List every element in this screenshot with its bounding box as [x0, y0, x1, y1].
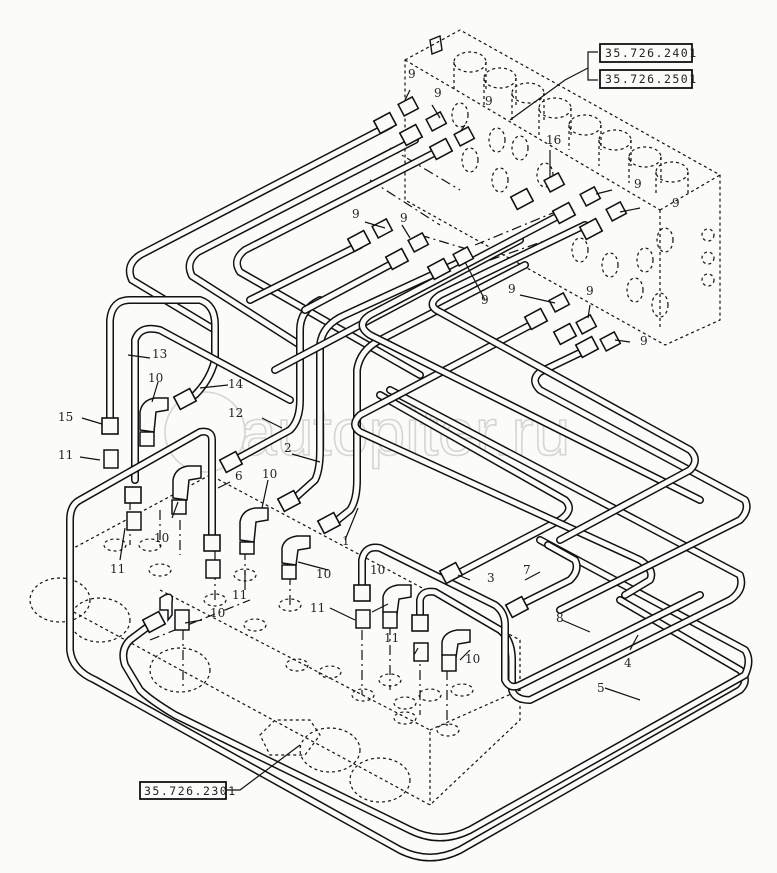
callout-15: 15: [58, 410, 73, 424]
callout-10: 10: [210, 606, 225, 620]
thread-adapter: [599, 330, 622, 352]
tube-nut: [551, 201, 577, 225]
callout-9: 9: [481, 293, 489, 307]
tube-nut: [398, 123, 424, 147]
callout-9: 9: [408, 67, 416, 81]
pipe-lines: [66, 121, 753, 862]
thread-adapter: [579, 185, 602, 207]
tube-nut: [276, 489, 302, 513]
callout-9: 9: [485, 94, 493, 108]
thread-adapter: [575, 313, 598, 335]
tube-nut: [438, 561, 464, 585]
elbow-fitting: [171, 465, 202, 515]
thread-adapter: [425, 110, 448, 132]
tube-nut: [203, 534, 221, 552]
reference-box-upper-1[interactable]: 35.726.2401: [599, 43, 698, 63]
tube-nut: [509, 187, 535, 211]
tube-nut: [316, 511, 342, 535]
callout-7: 7: [523, 563, 531, 577]
callout-11: 11: [384, 631, 399, 645]
thread-adapter: [453, 125, 476, 147]
tube-nut: [346, 229, 372, 253]
callout-9: 9: [634, 177, 642, 191]
callout-3: 3: [487, 571, 495, 585]
tube-nut: [384, 247, 410, 271]
thread-adapter: [548, 291, 571, 313]
thread-adapter: [543, 171, 566, 193]
callout-1: 1: [342, 534, 350, 548]
reference-label: 35.726.2501: [605, 72, 698, 86]
tube-nut: [504, 595, 530, 619]
elbow-fitting: [281, 535, 311, 580]
elbow-fitting: [441, 629, 471, 672]
thread-adapter: [407, 231, 430, 253]
callout-14: 14: [228, 377, 244, 391]
watermark-logo-icon: [164, 391, 246, 473]
callout-12: 12: [228, 406, 243, 420]
elbow-fitting: [382, 584, 412, 629]
elbow-fitting: [239, 507, 269, 555]
tube-nut: [172, 387, 198, 411]
adapter-11: [355, 609, 371, 629]
thread-adapter: [397, 95, 420, 117]
thread-adapter: [371, 217, 394, 239]
tube-nut: [101, 417, 119, 435]
elbow-fitting: [139, 397, 169, 447]
callout-11: 11: [310, 601, 325, 615]
callout-9: 9: [434, 86, 442, 100]
fittings: [101, 95, 628, 672]
callout-11: 11: [110, 562, 125, 576]
upper-valve-block: [369, 29, 721, 346]
tube-nut: [523, 307, 549, 331]
callout-9: 9: [508, 282, 516, 296]
tube-nut: [578, 217, 604, 241]
tube-nut: [428, 137, 454, 161]
callout-9: 9: [640, 334, 648, 348]
thread-adapter: [452, 245, 475, 267]
callout-11: 11: [232, 588, 247, 602]
callout-5: 5: [597, 681, 605, 695]
callout-labels: 9 9 9 16 9 9 9 9 9 9 9 9 13 14 10 12 15 …: [58, 67, 680, 695]
callout-10: 10: [465, 652, 480, 666]
reference-box-upper-2[interactable]: 35.726.2501: [599, 69, 698, 89]
callout-9: 9: [586, 284, 594, 298]
callout-16: 16: [546, 133, 561, 147]
tube-nut: [124, 486, 142, 504]
elbow-fitting: [159, 593, 190, 631]
callout-13: 13: [152, 347, 167, 361]
reference-box-lower[interactable]: 35.726.2301: [139, 781, 237, 800]
tube-nut: [574, 335, 600, 359]
reference-label: 35.726.2301: [144, 784, 237, 798]
tube-nut: [218, 450, 244, 474]
adapter-11: [126, 511, 142, 531]
tube-nut: [372, 111, 398, 135]
callout-2: 2: [284, 441, 292, 455]
callout-9: 9: [352, 207, 360, 221]
callout-9: 9: [672, 196, 680, 210]
leader-lines: [79, 51, 641, 791]
tube-nut: [411, 614, 429, 632]
adapter-11: [103, 449, 119, 469]
tube-nut: [426, 257, 452, 281]
tube-nut: [353, 584, 371, 602]
reference-label: 35.726.2401: [605, 46, 698, 60]
tube-nut: [141, 610, 167, 634]
callout-9: 9: [400, 211, 408, 225]
tube-nut: [552, 322, 578, 346]
callout-10: 10: [370, 563, 385, 577]
adapter-11: [205, 559, 221, 579]
callout-10: 10: [316, 567, 331, 581]
callout-6: 6: [235, 469, 243, 483]
callout-10: 10: [154, 531, 169, 545]
callout-11: 11: [58, 448, 73, 462]
adapter-11: [413, 642, 429, 662]
thread-adapter: [605, 200, 628, 222]
callout-8: 8: [556, 611, 564, 625]
callout-4: 4: [624, 656, 632, 670]
callout-10: 10: [148, 371, 163, 385]
callout-10: 10: [262, 467, 277, 481]
